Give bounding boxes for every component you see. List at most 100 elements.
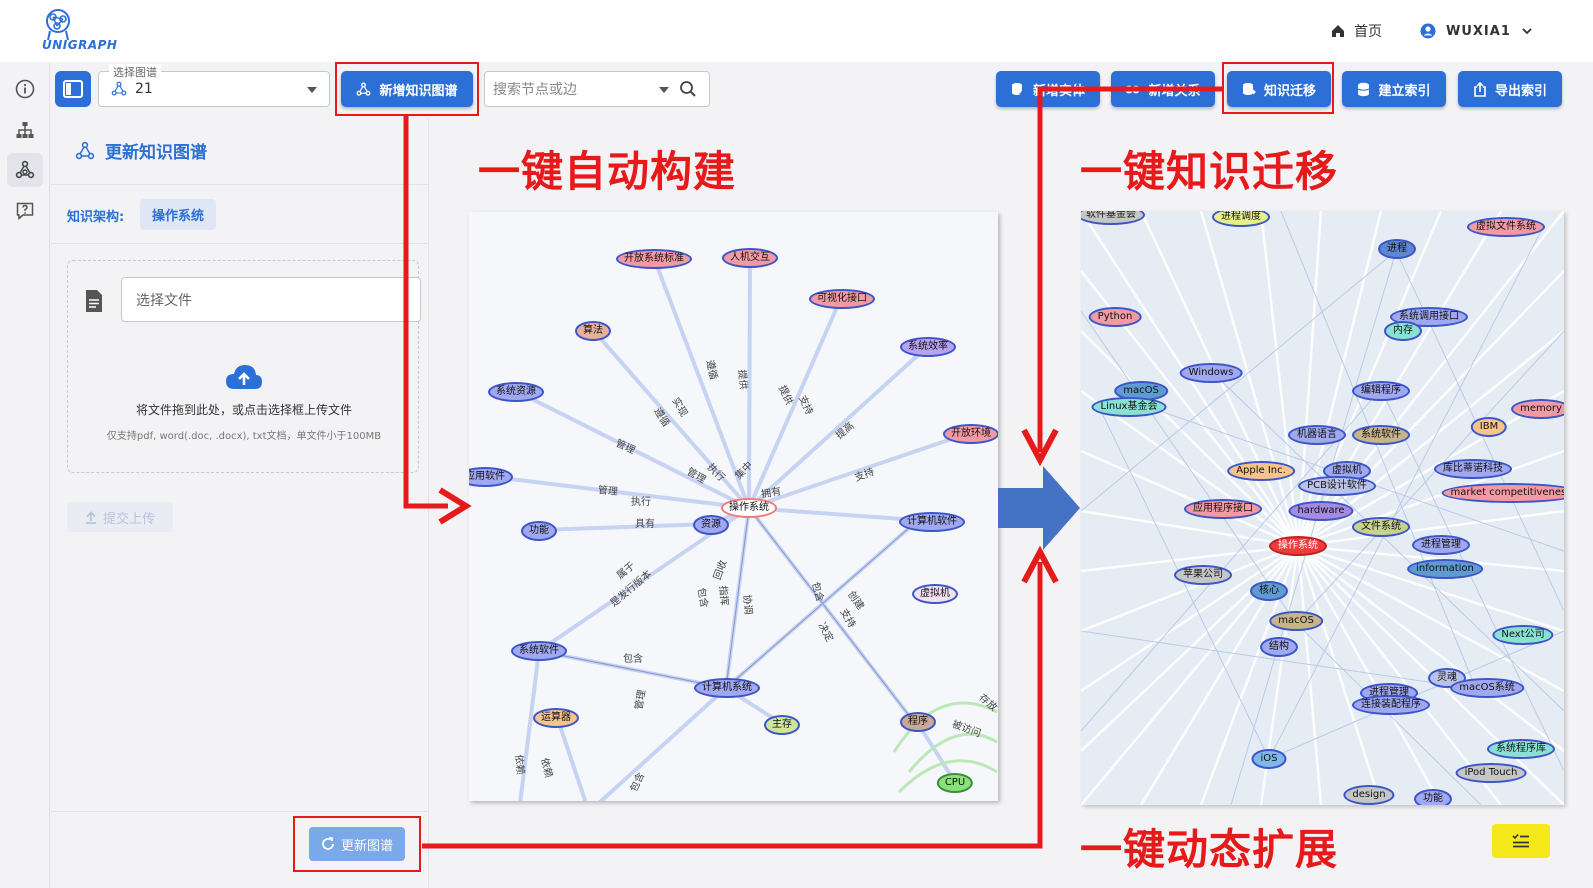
graph-node[interactable]: IBM <box>1470 417 1508 437</box>
graph-node[interactable]: 内存 <box>1384 321 1422 341</box>
graph-node[interactable]: 应用程序接口 <box>1184 499 1262 519</box>
user-menu[interactable]: WUXIA1 <box>1420 20 1533 42</box>
logo-text: UNIGRAPH <box>42 38 118 52</box>
graph-node[interactable]: Windows <box>1179 363 1243 383</box>
graph-node[interactable]: design <box>1343 785 1395 805</box>
graph-node[interactable]: 连接装配程序 <box>1352 695 1430 715</box>
graph-node[interactable]: 计算机系统 <box>694 678 760 698</box>
build-index-label: 建立索引 <box>1378 83 1431 99</box>
graph-node[interactable]: 系统程序库 <box>1487 739 1555 759</box>
graph-node[interactable]: 系统效率 <box>900 337 956 357</box>
highlight-update <box>293 816 421 872</box>
new-graph-button[interactable]: 新增知识图谱 <box>341 71 473 107</box>
add-relation-button[interactable]: 新增关系 <box>1111 71 1215 107</box>
graph-node[interactable]: 功能 <box>521 521 557 541</box>
graph-node[interactable]: 核心 <box>1250 581 1288 601</box>
submit-upload-button[interactable]: 提交上传 <box>67 502 173 532</box>
graph-node[interactable]: 开放环境 <box>943 424 998 444</box>
graph-node[interactable]: Apple Inc. <box>1227 461 1295 481</box>
graph-node[interactable]: 系统资源 <box>488 382 544 402</box>
graph-node[interactable]: 结构 <box>1260 637 1298 657</box>
graph-node[interactable]: Next公司 <box>1492 625 1554 645</box>
graph-node[interactable]: 主存 <box>764 715 800 735</box>
graph-node[interactable]: 程序 <box>900 712 936 732</box>
caption-dynamic-expand: 一键动态扩展 <box>1080 825 1339 874</box>
graph-select[interactable]: 选择图谱 21 <box>98 64 330 107</box>
left-rail <box>0 62 50 888</box>
update-graph-label: 更新图谱 <box>340 838 393 854</box>
graph-node[interactable]: 应用软件 <box>469 467 513 487</box>
graph-node[interactable]: macOS <box>1269 611 1323 631</box>
info-icon <box>15 79 35 99</box>
file-select-input[interactable]: 选择文件 <box>121 277 421 322</box>
graph-node[interactable]: market competitiveness <box>1441 483 1564 503</box>
graph-node[interactable]: CPU <box>936 773 974 793</box>
edge-label: 提供 <box>735 369 749 391</box>
graph-node[interactable]: 系统软件 <box>511 641 567 661</box>
graph-node[interactable]: Python <box>1088 307 1142 327</box>
caret-down-icon[interactable] <box>659 87 669 93</box>
graph-node[interactable]: 开放系统标准 <box>616 249 692 269</box>
graph-node[interactable]: 运算器 <box>533 708 579 728</box>
graph-node[interactable]: macOS系统 <box>1450 678 1524 698</box>
update-graph-button[interactable]: 更新图谱 <box>309 827 405 861</box>
build-index-button[interactable]: 建立索引 <box>1342 71 1446 107</box>
database-add-icon <box>1011 82 1025 96</box>
unigraph-logo[interactable] <box>38 4 122 56</box>
sidebar-toggle-button[interactable] <box>55 71 91 107</box>
export-index-button[interactable]: 导出索引 <box>1458 71 1562 107</box>
search-input[interactable] <box>493 79 653 101</box>
arch-label: 知识架构: <box>67 210 125 225</box>
graph-node[interactable]: PCB设计软件 <box>1298 476 1376 496</box>
graph-node[interactable]: 可视化接口 <box>809 289 875 309</box>
rail-info-button[interactable] <box>7 72 43 106</box>
graph-node[interactable]: iPod Touch <box>1455 763 1527 783</box>
arch-chip[interactable]: 操作系统 <box>140 199 217 230</box>
graph-node[interactable]: 算法 <box>575 321 611 341</box>
top-header: UNIGRAPH 首页 WUXIA1 <box>0 0 1593 62</box>
graph-node[interactable]: iOS <box>1251 749 1287 769</box>
graph-node[interactable]: 文件系统 <box>1352 517 1410 537</box>
graph-node-center[interactable]: 操作系统 <box>721 498 777 518</box>
graph-node[interactable]: 功能 <box>1414 789 1452 805</box>
graph-node[interactable]: memory <box>1511 399 1564 419</box>
graph-node[interactable]: 编辑程序 <box>1352 381 1410 401</box>
rail-graph-button[interactable] <box>7 153 43 187</box>
graph-node[interactable]: 计算机软件 <box>899 512 965 532</box>
link-add-icon <box>1125 85 1141 93</box>
graph-node[interactable]: Linux基金会 <box>1091 397 1167 417</box>
edge-label: 协调 <box>740 594 754 616</box>
rail-hierarchy-button[interactable] <box>7 113 43 147</box>
panel-title-text: 更新知识图谱 <box>105 143 207 163</box>
panel-title: 更新知识图谱 <box>75 138 207 163</box>
upload-icon <box>85 510 96 524</box>
graph-node[interactable]: information <box>1407 559 1483 579</box>
drop-instruction: 将文件拖到此处，或点击选择框上传文件 <box>135 403 352 417</box>
search-icon[interactable] <box>679 80 697 98</box>
rail-help-button[interactable] <box>7 194 43 228</box>
search-field[interactable] <box>484 71 710 107</box>
auto-build-graph-view[interactable]: 开放系统标准 人机交互 可视化接口 算法 系统效率 系统资源 开放环境 应用软件… <box>469 212 998 801</box>
graph-node[interactable]: 进程管理 <box>1412 535 1470 555</box>
highlight-new-graph <box>335 62 479 116</box>
chevron-down-icon <box>1522 28 1532 35</box>
graph-node[interactable]: 虚拟文件系统 <box>1467 217 1545 237</box>
graph-node[interactable]: hardware <box>1288 501 1354 521</box>
update-graph-panel: 更新知识图谱 知识架构: 操作系统 选择文件 将文件拖到此处，或点击选择框上传文… <box>51 118 429 888</box>
graph-node[interactable]: 资源 <box>693 515 729 535</box>
graph-node[interactable]: 虚拟机 <box>912 584 958 604</box>
file-dropzone[interactable]: 选择文件 将文件拖到此处，或点击选择框上传文件 仅支持pdf, word(.do… <box>67 260 421 473</box>
migrated-graph-view[interactable]: 软件基金会 进程调度 虚拟文件系统 进程 Python 系统调用接口 内存 ma… <box>1081 211 1564 805</box>
knowledge-migrate-button[interactable]: 知识迁移 <box>1227 71 1331 107</box>
graph-node[interactable]: 机器语言 <box>1288 425 1346 445</box>
nav-home-link[interactable]: 首页 <box>1330 20 1382 42</box>
graph-node-center[interactable]: 操作系统 <box>1269 536 1327 556</box>
legend-toggle-button[interactable] <box>1492 824 1550 858</box>
graph-node[interactable]: 进程 <box>1378 239 1416 259</box>
refresh-icon <box>322 837 334 850</box>
add-entity-button[interactable]: 新增实体 <box>996 71 1100 107</box>
graph-node[interactable]: 苹果公司 <box>1174 565 1232 585</box>
graph-node[interactable]: 人机交互 <box>722 248 778 268</box>
graph-node[interactable]: 系统软件 <box>1352 425 1410 445</box>
graph-node[interactable]: 库比蒂诺科技 <box>1434 459 1512 479</box>
